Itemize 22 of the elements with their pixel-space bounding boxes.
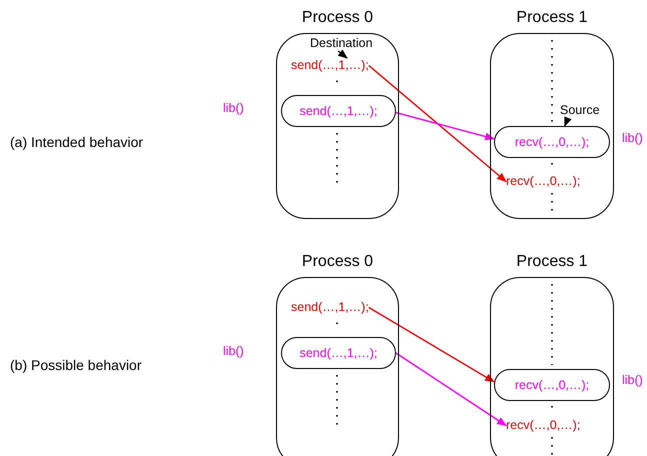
process-title: Process 1 bbox=[515, 253, 589, 271]
library-label: lib() bbox=[622, 373, 643, 387]
code-statement: recv(…,0,…); bbox=[506, 174, 580, 189]
leader-arrow bbox=[564, 116, 572, 127]
code-statement: send(…,1,…); bbox=[291, 300, 369, 315]
message-arrow bbox=[368, 306, 495, 382]
annotation-text: Destination bbox=[310, 36, 373, 51]
message-arrow bbox=[368, 64, 507, 182]
leader-arrow bbox=[338, 49, 348, 59]
message-arrow bbox=[396, 112, 495, 140]
panel-caption: (a) Intended behavior bbox=[10, 134, 144, 150]
panel-caption: (b) Possible behavior bbox=[10, 357, 142, 373]
code-statement: send(…,1,…); bbox=[291, 58, 369, 73]
process-title: Process 1 bbox=[515, 9, 589, 27]
library-label: lib() bbox=[223, 101, 244, 115]
annotation-text: Source bbox=[560, 103, 600, 118]
code-statement: recv(…,0,…); bbox=[506, 418, 580, 433]
process-title: Process 0 bbox=[300, 9, 374, 27]
process-title: Process 0 bbox=[300, 253, 374, 271]
library-label: lib() bbox=[223, 344, 244, 358]
message-arrow bbox=[396, 352, 507, 426]
library-label: lib() bbox=[622, 131, 643, 145]
